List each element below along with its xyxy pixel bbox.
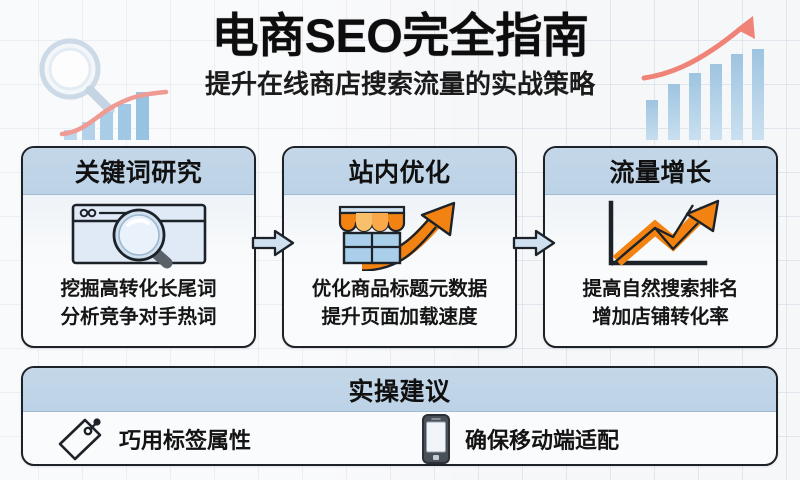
cards-row: 关键词研究	[0, 146, 800, 352]
storefront-glyph	[338, 205, 405, 265]
card-line: 分析竞争对手热词	[60, 305, 217, 328]
card-title: 站内优化	[348, 159, 451, 187]
smartphone-icon	[419, 413, 453, 465]
tip-label: 确保移动端适配	[465, 427, 620, 453]
tip-label: 巧用标签属性	[119, 427, 252, 453]
card-header: 流量增长	[545, 148, 776, 195]
browser-magnifier-icon	[23, 195, 254, 273]
card-header: 站内优化	[284, 148, 515, 195]
connector-arrow-1	[251, 228, 295, 258]
tip-mobile-friendly[interactable]: 确保移动端适配	[419, 413, 619, 465]
bar-group	[646, 49, 764, 148]
card-line: 提高自然搜索排名	[582, 278, 739, 300]
connector-arrow-2	[512, 228, 556, 258]
card-line: 挖掘高转化长尾词	[60, 278, 217, 300]
header-section: 电商SEO完全指南 提升在线商店搜索流量的实战策略	[0, 0, 800, 160]
card-title: 关键词研究	[74, 159, 203, 187]
card-body: 优化商品标题元数据 提升页面加载速度	[284, 273, 515, 331]
card-keyword-research[interactable]: 关键词研究	[21, 146, 256, 348]
magnifier-glyph	[112, 208, 172, 269]
price-tag-icon	[53, 415, 107, 463]
page-title: 电商SEO完全指南	[211, 9, 589, 62]
storefront-growth-icon	[284, 195, 515, 273]
card-line: 优化商品标题元数据	[311, 278, 488, 300]
card-header: 关键词研究	[23, 148, 254, 195]
tip-tag-attributes[interactable]: 巧用标签属性	[53, 415, 251, 463]
tips-panel-body: 巧用标签属性 确保移动端适配	[23, 412, 776, 465]
card-body: 提高自然搜索排名 增加店铺转化率	[545, 273, 776, 331]
card-line: 增加店铺转化率	[592, 305, 729, 328]
card-onsite-optimization[interactable]: 站内优化	[282, 146, 517, 348]
card-body: 挖掘高转化长尾词 分析竞争对手热词	[23, 273, 254, 331]
card-title: 流量增长	[609, 159, 712, 187]
card-traffic-growth[interactable]: 流量增长 提高自然搜索排名 增加	[543, 146, 778, 348]
card-line: 提升页面加载速度	[321, 305, 478, 328]
page-subtitle: 提升在线商店搜索流量的实战策略	[204, 69, 595, 100]
chart-axes	[608, 200, 707, 266]
tips-panel-header: 实操建议	[23, 368, 776, 412]
tips-panel-title: 实操建议	[348, 377, 451, 406]
tips-panel[interactable]: 实操建议 巧用标签属性	[21, 366, 778, 466]
trend-arrow-icon	[641, 16, 755, 81]
growth-bar-chart-decoration	[612, 4, 792, 148]
magnifier-icon	[39, 38, 115, 115]
zigzag-arrow-glyph	[610, 199, 719, 266]
growth-chart-arrow-icon	[545, 195, 776, 273]
